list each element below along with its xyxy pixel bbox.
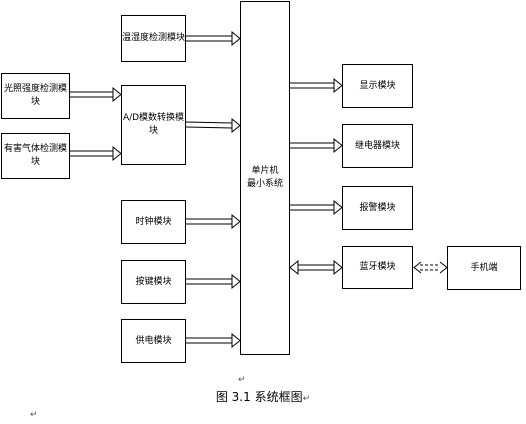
block-relay: 继电器模块 [342,124,413,168]
return-mark-caption: ↵ [302,394,311,404]
block-power: 供电模块 [121,319,186,363]
return-mark-bottom: ↵ [30,410,38,420]
arrow-mcu-to-display [290,77,343,94]
block-bluetooth: 蓝牙模块 [342,246,413,289]
block-temp-humidity: 温湿度检测模块 [121,15,186,62]
arrow-bluetooth-phone-wireless [413,261,448,274]
arrow-mcu-to-relay [290,137,343,154]
block-ad-converter: A/D模数转换模块 [121,85,186,165]
arrow-mcu-to-alarm [290,199,343,216]
arrow-keys-to-mcu [186,273,241,290]
block-display: 显示模块 [342,64,413,108]
arrow-clock-to-mcu [186,213,241,230]
arrow-ad-to-mcu [185,117,241,134]
arrow-mcu-bluetooth-bidirectional [289,259,343,276]
block-alarm: 报警模块 [342,186,413,230]
figure-caption: 图 3.1 系统框图↵ [215,390,311,404]
block-clock: 时钟模块 [121,200,186,244]
arrow-gas-to-ad [70,145,122,162]
block-mcu-minimum-system: 单片机 最小系统 [240,1,290,355]
arrow-temp-to-mcu [186,30,241,47]
arrow-light-to-ad [70,86,122,103]
block-light-intensity: 光照强度检测模块 [1,73,70,119]
return-mark-top: ↵ [238,375,246,385]
arrow-power-to-mcu [186,332,241,349]
block-phone: 手机端 [447,246,521,290]
block-harmful-gas: 有害气体检测模块 [1,133,70,179]
block-keys: 按键模块 [121,260,186,304]
